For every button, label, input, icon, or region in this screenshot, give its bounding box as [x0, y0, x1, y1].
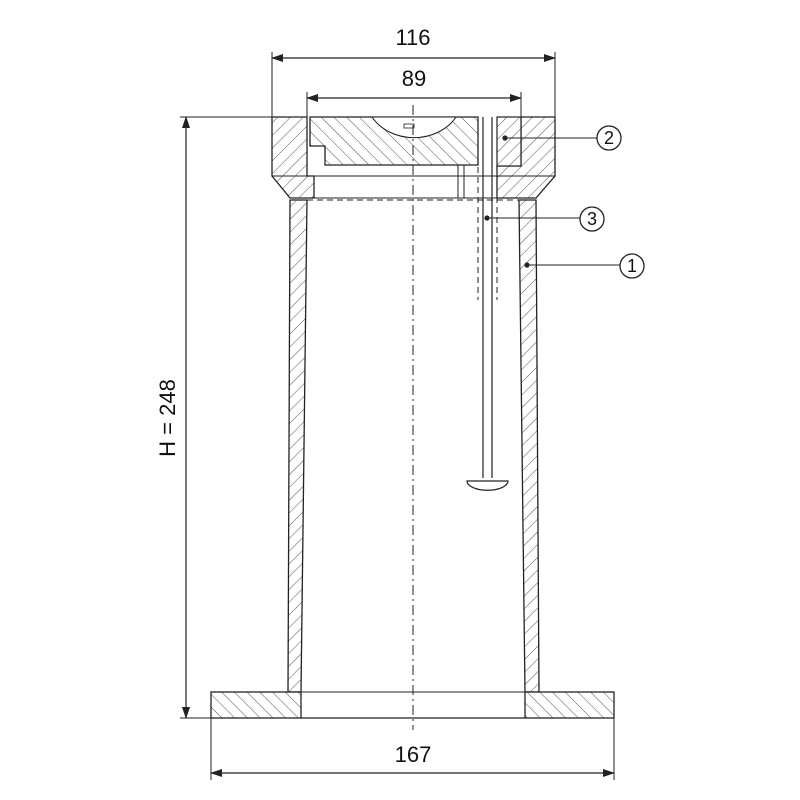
- callout-label-3: 3: [587, 209, 597, 229]
- dimension-height: H = 248: [155, 116, 300, 719]
- dimension-top-inner-width: 89: [306, 66, 522, 117]
- cover-lid: [309, 116, 522, 198]
- dimension-base-width: 167: [210, 718, 615, 780]
- dimension-label-base-width: 167: [395, 742, 432, 767]
- callout-3: 3: [484, 206, 605, 232]
- callout-2: 2: [502, 125, 622, 151]
- rod: [466, 117, 509, 491]
- dimension-label-top-inner-width: 89: [402, 66, 426, 91]
- callout-1: 1: [524, 253, 645, 279]
- dimension-label-height: H = 248: [155, 379, 180, 457]
- dimension-label-top-outer-width: 116: [395, 25, 430, 50]
- callout-label-2: 2: [604, 128, 614, 148]
- base-flange: [210, 691, 615, 719]
- dimension-top-outer-width: 116: [271, 25, 556, 117]
- callout-label-1: 1: [627, 256, 637, 276]
